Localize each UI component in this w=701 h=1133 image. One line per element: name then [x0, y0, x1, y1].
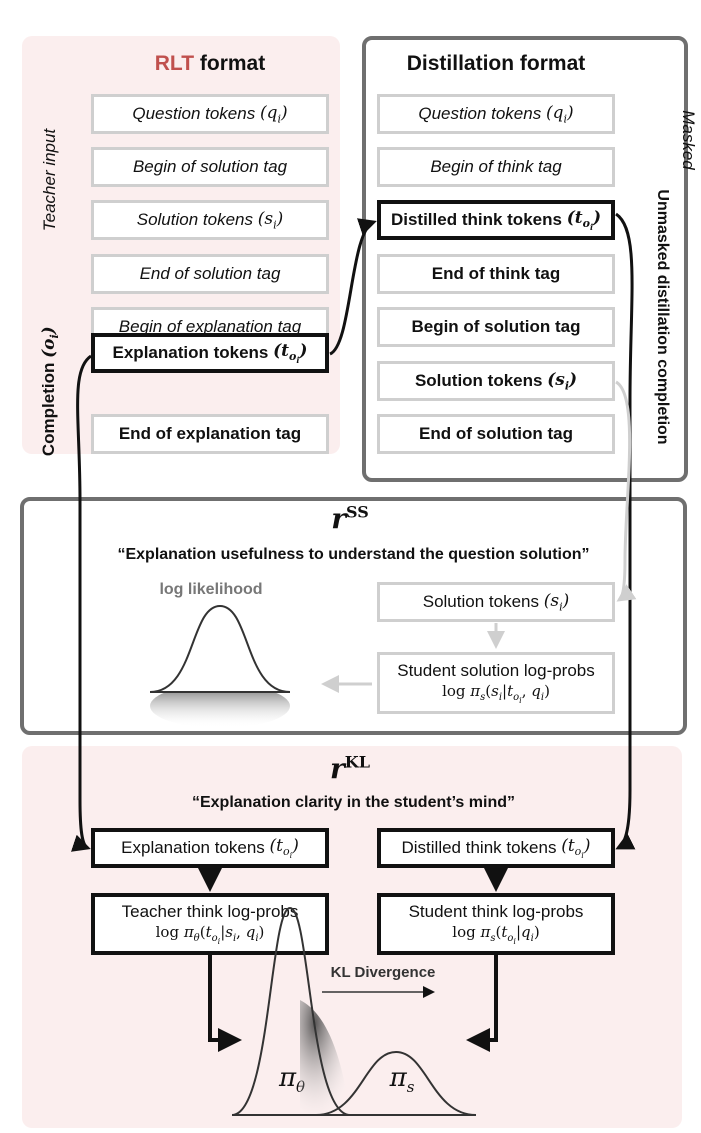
distill-box-question-tokens: Question tokens (qi): [377, 94, 615, 134]
rkl-student-logprob-formula: log πs(toi|qi): [452, 922, 540, 946]
rkl-teacher-logprob-box: Teacher think log-probs log πθ(toi|si, q…: [91, 893, 329, 955]
rlt-title-rest: format: [199, 52, 266, 75]
distill-box-distilled-think-tokens: Distilled think tokens (toi): [377, 200, 615, 240]
student-gaussian: [315, 1050, 477, 1116]
rkl-symbol: rKL: [330, 752, 370, 785]
rlt-box-solution-tokens: Solution tokens (si): [91, 200, 329, 240]
arrow-student-to-kl: [466, 955, 498, 1052]
rlt-box-question-tokens: Question tokens (qi): [91, 94, 329, 134]
rss-logprob-formula: log πs(si|toi, qi): [442, 681, 550, 705]
rss-logprob-line1: Student solution log-probs: [397, 661, 595, 681]
distill-box-end-solution-tag: End of solution tag: [377, 414, 615, 454]
rss-shadow-ellipse: [150, 684, 290, 728]
rlt-box-begin-solution-tag: Begin of solution tag: [91, 147, 329, 187]
rss-gaussian-curve: [149, 604, 291, 693]
kl-overlap-shade: [300, 1000, 350, 1115]
arrow-explanation-to-distilled: [329, 218, 377, 356]
rlt-title-accent: RLT: [154, 52, 195, 75]
distill-box-end-think-tag: End of think tag: [377, 254, 615, 294]
rkl-teacher-logprob-formula: log πθ(toi|si, qi): [155, 922, 265, 946]
rkl-teacher-logprob-line1: Teacher think log-probs: [121, 902, 299, 922]
distill-box-begin-solution-tag: Begin of solution tag: [377, 307, 615, 347]
arrow-teacher-to-kl: [208, 955, 242, 1052]
rss-solution-tokens-box: Solution tokens (si): [377, 582, 615, 622]
arrow-explanation-to-rkl: [70, 354, 92, 852]
distillation-format-panel: [362, 36, 688, 482]
student-dist-label: πs: [389, 1063, 415, 1097]
rss-quote: “Explanation usefulness to understand th…: [117, 546, 590, 563]
rss-student-logprob-box: Student solution log-probs log πs(si|toi…: [377, 652, 615, 714]
distillation-format-title: Distillation format: [406, 52, 586, 75]
teacher-gaussian: [231, 906, 351, 1116]
arrow-distilled-to-rkl: [615, 212, 636, 850]
rss-symbol: rSS: [331, 502, 369, 535]
rkl-distilled-think-tokens-box: Distilled think tokens (toi): [377, 828, 615, 868]
rss-reward-panel: [20, 497, 687, 735]
rss-curve-label: log likelihood: [159, 581, 263, 598]
kl-divergence-label: KL Divergence: [330, 964, 436, 981]
rkl-explanation-tokens-box: Explanation tokens (toi): [91, 828, 329, 868]
distill-box-solution-tokens: Solution tokens (si): [377, 361, 615, 401]
rlt-box-end-solution-tag: End of solution tag: [91, 254, 329, 294]
distill-box-begin-think-tag: Begin of think tag: [377, 147, 615, 187]
rlt-format-title: RLT format: [90, 52, 330, 76]
arrow-solution-to-rss: [615, 380, 637, 602]
rlt-box-explanation-tokens: Explanation tokens (toi): [91, 333, 329, 373]
rkl-student-logprob-box: Student think log-probs log πs(toi|qi): [377, 893, 615, 955]
rkl-quote: “Explanation clarity in the student’s mi…: [191, 794, 515, 811]
rlt-box-end-explanation-tag: End of explanation tag: [91, 414, 329, 454]
rkl-student-logprob-line1: Student think log-probs: [408, 902, 584, 922]
